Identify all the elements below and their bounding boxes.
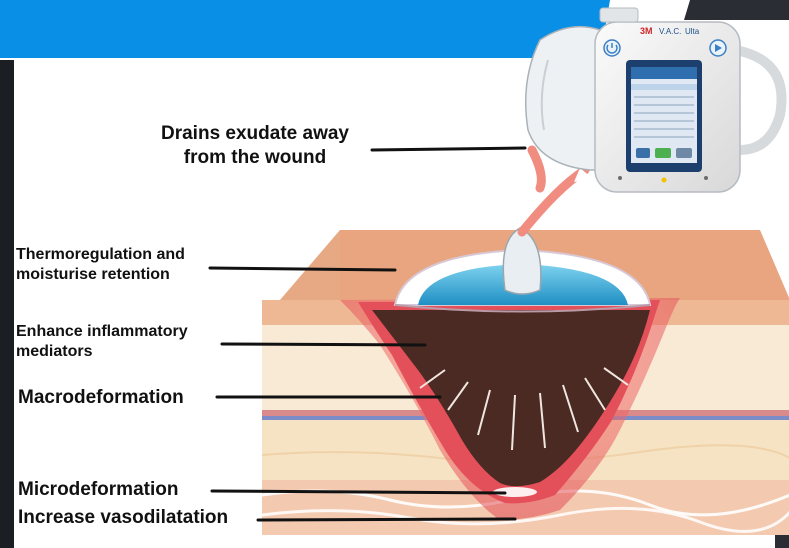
drains-label-line2: from the wound (150, 146, 360, 170)
vasodilatation-label: Increase vasodilatation (18, 506, 228, 530)
drains-label: Drains exudate away from the wound (150, 122, 360, 170)
microdeformation-label: Microdeformation (18, 478, 178, 502)
inflammatory-label-line1: Enhance inflammatory (16, 322, 188, 342)
top-blue-banner (0, 0, 610, 58)
inflammatory-label: Enhance inflammatory mediators (16, 322, 188, 362)
thermoregulation-label-line2: moisturise retention (16, 265, 185, 285)
device-model: V.A.C. (659, 27, 681, 37)
device-model-suffix: Ulta (685, 27, 699, 37)
thermoregulation-label: Thermoregulation and moisturise retentio… (16, 245, 185, 285)
macrodeformation-label: Macrodeformation (18, 386, 184, 410)
top-right-dark-corner (684, 0, 789, 20)
drains-label-line1: Drains exudate away (150, 122, 360, 146)
help-icon (636, 148, 650, 158)
device-brand: 3M (640, 26, 653, 37)
left-dark-strip (0, 60, 14, 548)
thermoregulation-label-line1: Thermoregulation and (16, 245, 185, 265)
inflammatory-label-line2: mediators (16, 342, 188, 362)
ok-icon (655, 148, 671, 158)
